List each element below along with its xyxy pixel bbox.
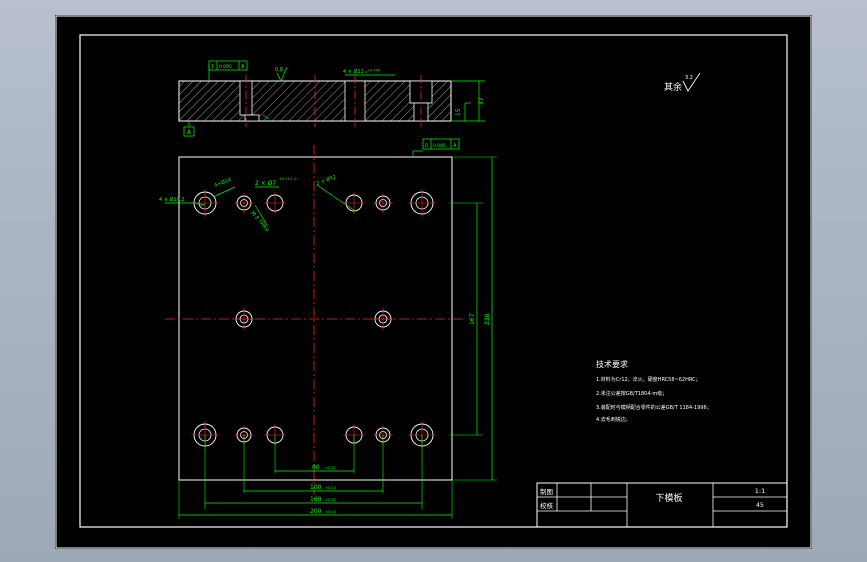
dim-200-tol: ±0.02	[325, 510, 336, 514]
surface-finish-top-symbol	[276, 66, 288, 82]
dim-100-tol: ±0.02	[325, 486, 336, 490]
roughness-note: 其余 3.2	[664, 72, 701, 93]
dim-200: 200	[310, 508, 322, 515]
fcf-right-value: 0.005	[433, 143, 446, 149]
title-check-label: 校核	[540, 501, 554, 510]
tech-item-1: 1.材料为Cr12，淬火，硬度HRC58~62HRC；	[596, 376, 701, 383]
tech-item-3: 3.装配时与模柄配合零件的公差GB/T 1184-1996；	[596, 404, 712, 411]
dim-167: 167	[469, 313, 476, 325]
roughness-value: 3.2	[685, 75, 693, 81]
hole-center-left	[233, 308, 255, 330]
fcf-top-ref: A	[241, 64, 245, 70]
dim-15-label: 15	[455, 108, 462, 116]
hole-center-right	[372, 308, 394, 330]
note-left-hole: 4 × Ø10.2	[159, 196, 185, 203]
hole-large-tr	[408, 189, 436, 217]
note-hole-top: 4×Ø14	[213, 176, 232, 189]
note-thread: M 8 THRU	[249, 210, 270, 233]
section-counterbore	[244, 114, 260, 122]
title-material: 45	[756, 502, 764, 509]
fcf-top-symbol: 1	[211, 64, 214, 70]
dim-60: 60	[312, 464, 320, 471]
dim-100: 100	[310, 484, 322, 491]
dim-160-tol: ±0.02	[325, 498, 336, 502]
tech-title: 技术要求	[596, 359, 628, 369]
inner-frame	[79, 34, 788, 528]
outer-frame	[55, 15, 812, 549]
title-drawn-label: 制图	[540, 487, 553, 496]
title-scale: 1:1	[755, 487, 765, 495]
hole-pin-tr	[373, 193, 393, 213]
fcf-right-ref: A	[453, 143, 457, 149]
roughness-label: 其余	[664, 81, 682, 93]
roughness-symbol	[682, 72, 701, 92]
fcf-top-value: 0.005	[219, 64, 232, 70]
cad-viewport[interactable]: 37 15 A 1 0.005 A 0.8 4 × Ø12 ₀⁺⁰·⁰¹⁸	[55, 15, 812, 549]
note-center-pin: 2 × Ø12	[315, 173, 337, 187]
fcf-right-frame	[422, 138, 460, 150]
dim-238: 238	[484, 313, 491, 325]
title-part-name: 下模板	[655, 492, 682, 504]
hole-thread-tl	[264, 192, 286, 214]
dim-60-tol: ±0.02	[325, 466, 336, 470]
fcf-right-symbol: 0	[425, 143, 428, 149]
hole-note-top: 4 × Ø12 ₀⁺⁰·⁰¹⁸	[343, 68, 380, 75]
plan-view: 0 0.005 A 4 × Ø10.2 4×Ø14 2 × Ø7 +0.012 …	[159, 138, 497, 519]
dim-37-label: 37	[478, 97, 485, 105]
tech-item-2: 2.未注公差按GB/T1804-m级；	[596, 390, 667, 397]
hole-pin-tl	[234, 193, 254, 213]
surface-finish-top-value: 0.8	[275, 67, 283, 73]
cad-drawing: 37 15 A 1 0.005 A 0.8 4 × Ø12 ₀⁺⁰·⁰¹⁸	[55, 15, 812, 549]
tech-item-4: 4.去毛刺锐边。	[596, 416, 631, 423]
datum-a-box	[183, 126, 195, 137]
dim-160: 160	[310, 496, 322, 503]
title-block: 制图 校核 下模板 1:1 45	[536, 482, 788, 528]
section-view: 37 15 A 1 0.005 A 0.8 4 × Ø12 ₀⁺⁰·⁰¹⁸	[178, 60, 485, 137]
tech-requirements: 技术要求 1.材料为Cr12，淬火，硬度HRC58~62HRC； 2.未注公差按…	[596, 359, 712, 423]
plate-outline	[178, 156, 453, 481]
note-pin-tol: +0.012 -0	[279, 177, 297, 181]
datum-a-label: A	[187, 129, 192, 136]
note-pin: 2 × Ø7	[255, 180, 276, 187]
fcf-top-frame	[208, 60, 248, 71]
